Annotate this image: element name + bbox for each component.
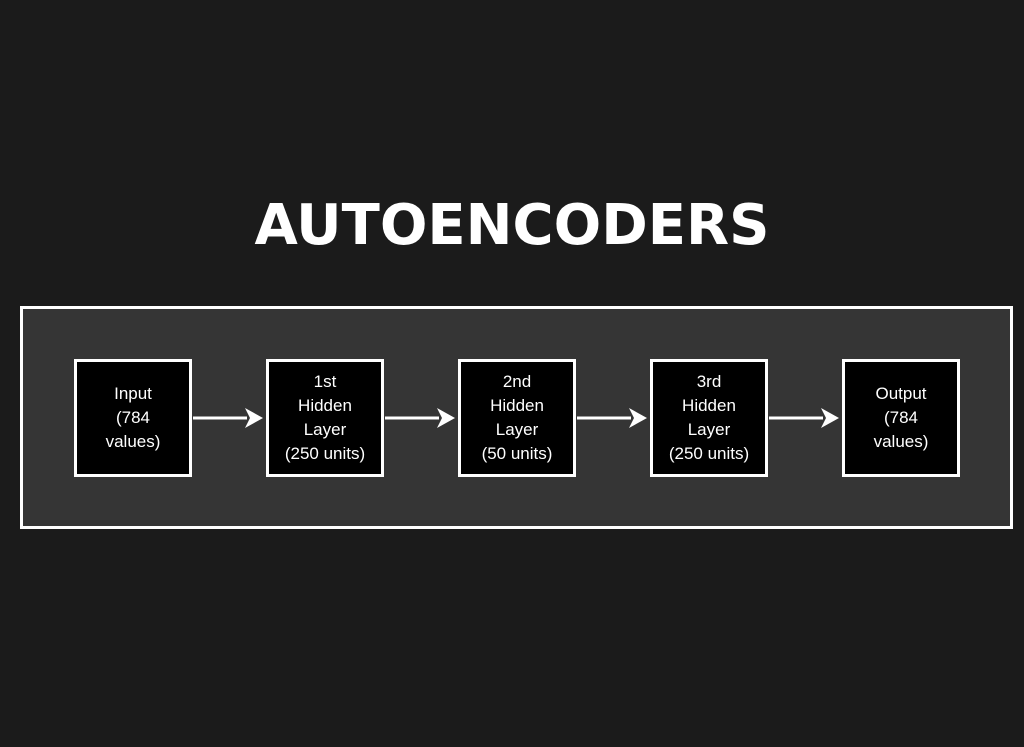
node-hidden-3-label: 3rd Hidden Layer (250 units) — [668, 372, 750, 463]
node-input: Input (784 values) — [74, 359, 192, 477]
node-output-label: Output (784 values) — [873, 384, 929, 451]
slide-title: AUTOENCODERS — [254, 193, 770, 258]
node-hidden-1: 1st Hidden Layer (250 units) — [266, 359, 384, 477]
arrow-hidden-2-to-hidden-3 — [577, 408, 647, 428]
node-input-label: Input (784 values) — [105, 384, 161, 451]
arrow-hidden-1-to-hidden-2 — [385, 408, 455, 428]
arrow-hidden-3-to-output — [769, 408, 839, 428]
diagram-frame: Input (784 values) 1st Hidden Layer (250… — [20, 306, 1013, 529]
node-output: Output (784 values) — [842, 359, 960, 477]
node-hidden-3: 3rd Hidden Layer (250 units) — [650, 359, 768, 477]
node-hidden-2: 2nd Hidden Layer (50 units) — [458, 359, 576, 477]
node-hidden-1-label: 1st Hidden Layer (250 units) — [284, 372, 366, 463]
arrow-input-to-hidden-1 — [193, 408, 263, 428]
node-hidden-2-label: 2nd Hidden Layer (50 units) — [481, 372, 553, 463]
